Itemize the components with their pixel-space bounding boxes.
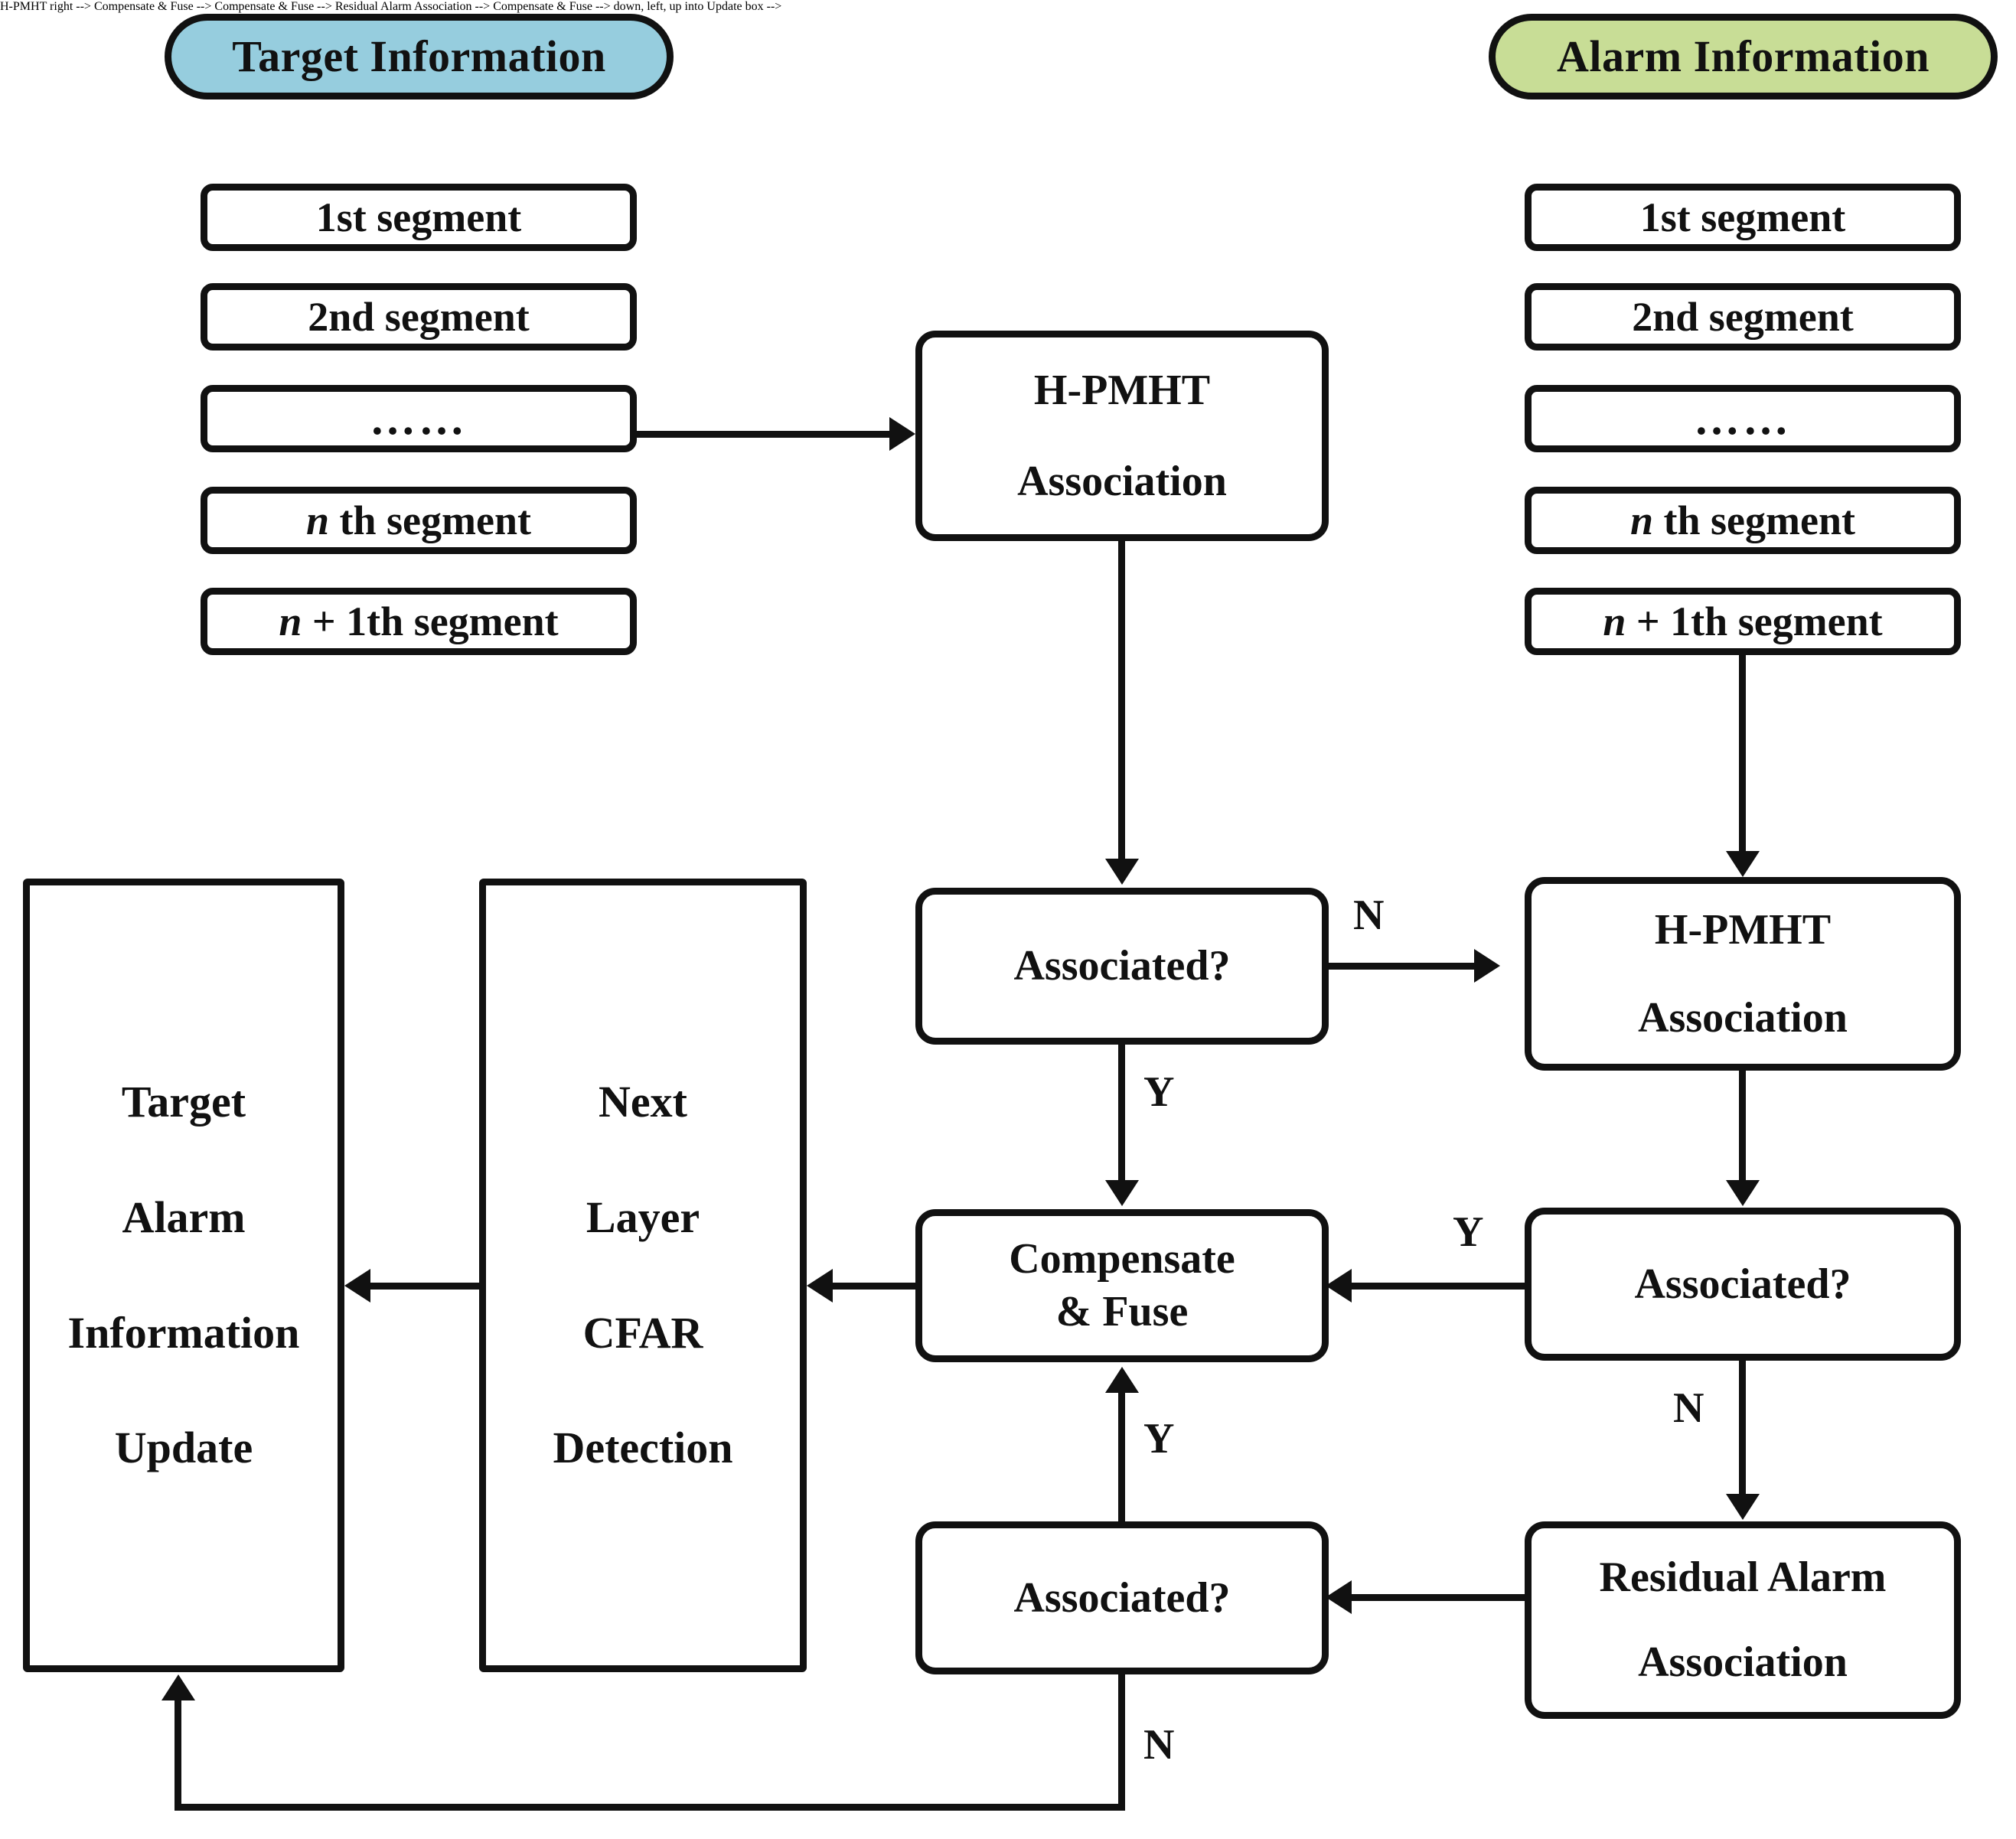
alarm-segment-1-label: 1st segment (1639, 194, 1846, 240)
alarm-segment-2[interactable]: 2nd segment (1525, 283, 1961, 351)
edge-next-layer-to-update-arrowhead (344, 1269, 370, 1303)
residual-alarm-association-line2: Association (1638, 1638, 1848, 1686)
alarm-segment-n-plus-1-label: n + 1th segment (1603, 598, 1883, 644)
target-alarm-information-update[interactable]: Target Alarm Information Update (23, 879, 344, 1672)
edge-associated-bottom-no-horizontal (175, 1804, 1125, 1811)
edge-associated-right-no (1739, 1358, 1746, 1496)
edge-compensate-to-next-layer (833, 1283, 918, 1290)
update-line4: Update (114, 1423, 253, 1473)
edge-alarm-to-hpmht-right-arrowhead (1726, 851, 1760, 877)
edge-label-associated-middle-no: N (1353, 892, 1385, 939)
alarm-segment-n-label: n th segment (1629, 497, 1855, 543)
edge-label-associated-middle-yes: Y (1143, 1068, 1175, 1116)
edge-associated-middle-no-arrowhead (1474, 949, 1500, 983)
edge-associated-middle-yes-arrowhead (1105, 1180, 1139, 1206)
edge-residual-to-associated-bottom-arrowhead (1326, 1580, 1352, 1614)
edge-associated-bottom-no-arrowhead (161, 1674, 195, 1700)
edge-associated-right-yes (1352, 1283, 1526, 1290)
edge-alarm-to-hpmht-right (1739, 652, 1746, 853)
update-line1: Target (121, 1076, 246, 1127)
next-layer-line4: Detection (553, 1423, 733, 1473)
target-segment-n-plus-1-label: n + 1th segment (279, 598, 559, 644)
edge-associated-bottom-yes-arrowhead (1105, 1367, 1139, 1393)
edge-label-associated-bottom-no: N (1143, 1721, 1175, 1769)
target-information-header[interactable]: Target Information (165, 14, 674, 99)
associated-decision-bottom-label: Associated? (1013, 1573, 1231, 1622)
alarm-segment-1[interactable]: 1st segment (1525, 184, 1961, 251)
next-layer-line3: CFAR (582, 1307, 703, 1358)
alarm-information-label: Alarm Information (1557, 31, 1930, 81)
compensate-and-fuse-line1: Compensate (1009, 1235, 1235, 1283)
associated-decision-right[interactable]: Associated? (1525, 1208, 1961, 1361)
target-segment-ellipsis[interactable]: …… (201, 385, 637, 452)
edge-associated-right-no-arrowhead (1726, 1494, 1760, 1520)
compensate-and-fuse-line2: & Fuse (1055, 1288, 1189, 1335)
alarm-segment-n[interactable]: n th segment (1525, 487, 1961, 554)
edge-hpmht-right-to-associated-right (1739, 1068, 1746, 1182)
target-segment-n-plus-1[interactable]: n + 1th segment (201, 588, 637, 655)
associated-decision-right-label: Associated? (1634, 1260, 1851, 1308)
alarm-segment-ellipsis[interactable]: …… (1525, 385, 1961, 452)
hpmht-association-right[interactable]: H-PMHT Association (1525, 877, 1961, 1071)
edge-label-associated-right-no: N (1673, 1384, 1704, 1432)
alarm-segment-ellipsis-label: …… (1694, 393, 1792, 444)
edge-associated-bottom-no-vertical (1118, 1673, 1125, 1811)
edge-associated-middle-no (1326, 963, 1476, 970)
edge-compensate-to-next-layer-arrowhead (807, 1269, 833, 1303)
hpmht-association-top-line1: H-PMHT (1033, 366, 1211, 414)
residual-alarm-association[interactable]: Residual Alarm Association (1525, 1521, 1961, 1719)
edge-hpmht-to-associated-middle-arrowhead (1105, 859, 1139, 885)
edge-target-to-hpmht (634, 431, 891, 438)
target-segment-2[interactable]: 2nd segment (201, 283, 637, 351)
target-segment-1-label: 1st segment (315, 194, 522, 240)
update-line2: Alarm (122, 1192, 246, 1242)
edge-label-associated-bottom-yes: Y (1143, 1415, 1175, 1462)
next-layer-line1: Next (599, 1076, 687, 1127)
target-segment-1[interactable]: 1st segment (201, 184, 637, 251)
target-segment-ellipsis-label: …… (370, 393, 468, 444)
next-layer-line2: Layer (586, 1192, 700, 1242)
edge-associated-middle-yes (1118, 1042, 1125, 1182)
alarm-information-header[interactable]: Alarm Information (1489, 14, 1998, 99)
target-segment-n-label: n th segment (305, 497, 531, 543)
edge-hpmht-to-associated-middle (1118, 539, 1125, 860)
next-layer-cfar-detection[interactable]: Next Layer CFAR Detection (479, 879, 807, 1672)
alarm-segment-n-plus-1[interactable]: n + 1th segment (1525, 588, 1961, 655)
edge-target-to-hpmht-arrowhead (889, 417, 915, 451)
edge-associated-right-yes-arrowhead (1326, 1269, 1352, 1303)
target-information-label: Target Information (232, 31, 606, 81)
associated-decision-middle[interactable]: Associated? (915, 888, 1329, 1045)
hpmht-association-right-line2: Association (1638, 993, 1848, 1042)
hpmht-association-top-line2: Association (1017, 457, 1227, 505)
associated-decision-bottom[interactable]: Associated? (915, 1521, 1329, 1674)
edge-hpmht-right-to-associated-right-arrowhead (1726, 1180, 1760, 1206)
edge-next-layer-to-update (370, 1283, 484, 1290)
compensate-and-fuse[interactable]: Compensate & Fuse (915, 1209, 1329, 1362)
edge-label-associated-right-yes: Y (1453, 1208, 1484, 1256)
update-line3: Information (67, 1307, 300, 1358)
residual-alarm-association-line1: Residual Alarm (1599, 1554, 1887, 1602)
edge-associated-bottom-yes (1118, 1393, 1125, 1523)
hpmht-association-right-line1: H-PMHT (1654, 905, 1832, 954)
target-segment-2-label: 2nd segment (308, 293, 530, 340)
edge-associated-bottom-no-return (175, 1700, 181, 1808)
alarm-segment-2-label: 2nd segment (1632, 293, 1854, 340)
associated-decision-middle-label: Associated? (1013, 942, 1231, 990)
edge-residual-to-associated-bottom (1352, 1594, 1526, 1601)
target-segment-n[interactable]: n th segment (201, 487, 637, 554)
hpmht-association-top[interactable]: H-PMHT Association (915, 331, 1329, 541)
